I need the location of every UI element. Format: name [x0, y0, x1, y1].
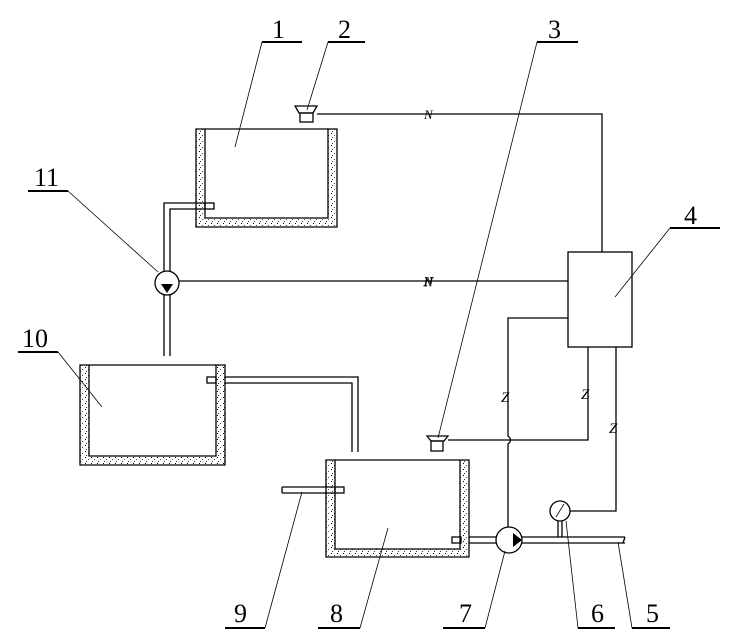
- z-mark: Z: [581, 387, 590, 403]
- n-mark: N: [423, 107, 434, 122]
- svg-text:9: 9: [234, 599, 247, 628]
- sensor-2: [293, 105, 319, 123]
- signal-line-gauge: [570, 347, 617, 512]
- controller-4: [567, 251, 633, 348]
- label-7: 7: [443, 550, 506, 629]
- signal-line-sensor3: [448, 347, 589, 441]
- label-6: 6: [565, 520, 615, 629]
- svg-text:8: 8: [330, 599, 343, 628]
- svg-text:1: 1: [272, 15, 285, 44]
- signal-line-pump: [507, 317, 568, 527]
- pipe-tank1-valve: [163, 202, 205, 356]
- pipe-9: [281, 486, 335, 494]
- label-4: 4: [614, 201, 720, 298]
- tank-8: [325, 459, 470, 558]
- svg-text:6: 6: [591, 599, 604, 628]
- svg-text:10: 10: [22, 324, 48, 353]
- svg-text:7: 7: [459, 599, 472, 628]
- pipe-5: [522, 536, 626, 544]
- pipe-tank8-pump: [469, 536, 496, 544]
- svg-text:3: 3: [548, 15, 561, 44]
- label-3: 3: [437, 15, 578, 439]
- signal-line-sensor2: [317, 113, 603, 252]
- svg-text:5: 5: [646, 599, 659, 628]
- pump-7: [495, 526, 523, 554]
- label-2: 2: [306, 15, 365, 111]
- label-1: 1: [234, 15, 302, 148]
- tank-1: [195, 128, 338, 228]
- svg-text:11: 11: [34, 163, 59, 192]
- label-9: 9: [225, 491, 303, 629]
- z-mark: Z: [501, 390, 510, 406]
- label-10: 10: [18, 324, 103, 408]
- z-mark: Z: [609, 421, 618, 437]
- tank-10: [79, 364, 226, 466]
- label-8: 8: [318, 527, 389, 629]
- svg-text:2: 2: [338, 15, 351, 44]
- n-mark: N: [423, 274, 434, 289]
- label-11: 11: [28, 163, 159, 273]
- sensor-3: [425, 435, 450, 452]
- label-5: 5: [617, 541, 670, 629]
- pipe-tank10-tank8: [225, 376, 359, 452]
- svg-text:4: 4: [684, 201, 697, 230]
- valve-11: [154, 270, 180, 296]
